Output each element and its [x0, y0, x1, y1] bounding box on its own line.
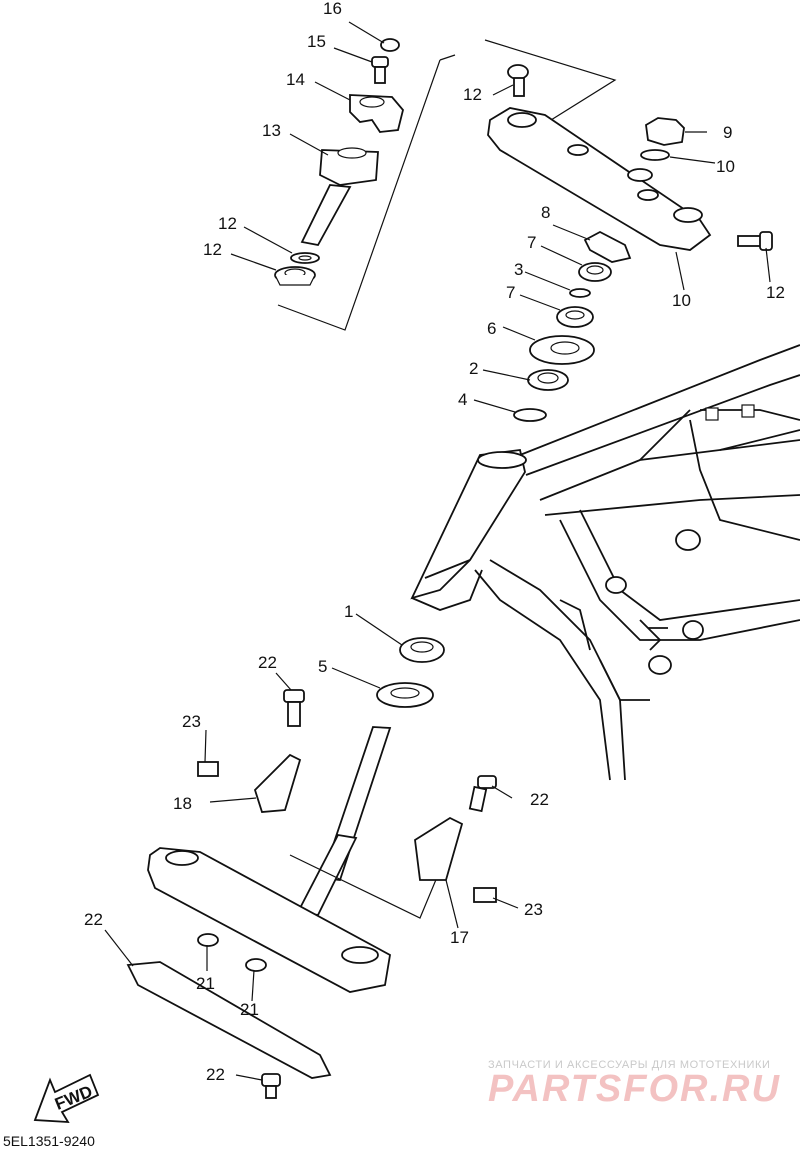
- part-14-washer: [290, 252, 320, 264]
- part-23-clip-left: [197, 761, 219, 777]
- part-11-upper-bracket: [484, 39, 712, 251]
- callout-10: 10: [716, 157, 735, 176]
- callout-6: 6: [487, 319, 496, 338]
- callout-22-right: 22: [530, 790, 549, 809]
- watermark-tagline: ЗАПЧАСТИ И АКСЕССУАРЫ ДЛЯ МОТОТЕХНИКИ: [488, 1059, 771, 1071]
- callout-19: 17: [450, 928, 469, 947]
- part-23-clip-right: [473, 887, 497, 903]
- callout-15: 13: [262, 121, 281, 140]
- steering-stem: [296, 726, 392, 916]
- part-1-lower-bearing: [399, 637, 445, 663]
- part-8-lock-washer: [583, 230, 632, 263]
- callout-13: 12: [203, 240, 222, 259]
- callout-18: 16: [323, 0, 342, 18]
- part-16-upper-holder: [349, 94, 404, 133]
- part-12-side-bolt: [737, 231, 773, 251]
- callout-21-a: 21: [196, 974, 215, 993]
- part-18-cap: [380, 38, 400, 52]
- callout-16: 14: [286, 70, 305, 89]
- part-17-bolt: [371, 56, 389, 84]
- fwd-arrow-icon: FWD: [33, 1073, 100, 1124]
- part-2-bearing: [527, 369, 569, 391]
- part-3-washer: [569, 288, 591, 298]
- part-6-cover: [529, 335, 595, 365]
- part-19-bracket: [414, 816, 464, 881]
- callout-9: 9: [723, 123, 732, 142]
- callout-12-top: 12: [463, 85, 482, 104]
- callout-24: 22: [84, 910, 103, 929]
- callout-8: 8: [541, 203, 550, 222]
- part-4-race: [513, 408, 547, 422]
- callout-21-b: 21: [240, 1000, 259, 1019]
- part-24-hose-guide: [126, 961, 332, 1079]
- callout-5: 5: [318, 657, 327, 676]
- under-bracket: [147, 847, 441, 993]
- part-21-clamp-a: [197, 933, 219, 947]
- part-20-bracket: [253, 753, 302, 813]
- part-15-lower-holder: [300, 147, 379, 247]
- part-25-bolt: [261, 1073, 281, 1099]
- callout-17: 15: [307, 32, 326, 51]
- diagram-code: 5EL1351-9240: [3, 1133, 95, 1149]
- leader-lines: [104, 21, 771, 1081]
- part-21-clamp-b: [245, 958, 267, 972]
- callout-2: 2: [469, 359, 478, 378]
- part-22-bolt-right: [468, 775, 497, 813]
- callout-22-left: 22: [258, 653, 277, 672]
- upper-left-group: [277, 54, 456, 331]
- callout-14: 12: [218, 214, 237, 233]
- part-7-ring-nut-top: [578, 262, 612, 282]
- callout-25: 22: [206, 1065, 225, 1084]
- part-9-nut: [645, 117, 685, 146]
- motorcycle-frame: [410, 344, 800, 781]
- part-10-washer: [640, 149, 670, 161]
- part-5-seal: [376, 682, 434, 708]
- callout-3: 3: [514, 260, 523, 279]
- callout-7-top: 7: [527, 233, 536, 252]
- part-22-bolt-left: [283, 689, 305, 727]
- part-7-ring-nut-bottom: [556, 306, 594, 328]
- callout-23-right: 23: [524, 900, 543, 919]
- part-13-damper: [274, 266, 316, 286]
- callout-4: 4: [458, 390, 467, 409]
- watermark-brand-logo: PARTSFOR.RU: [488, 1068, 781, 1110]
- callout-20: 18: [173, 794, 192, 813]
- callout-12-side: 12: [766, 283, 785, 302]
- callouts: 16 15 14 13 12 12 12 9 10 8 7 3 7 6 2 4 …: [84, 0, 785, 1084]
- callout-11: 10: [672, 291, 691, 310]
- fwd-label: FWD: [52, 1082, 95, 1114]
- callout-23-left: 23: [182, 712, 201, 731]
- callout-7-bottom: 7: [506, 283, 515, 302]
- part-12-top-bolt: [507, 64, 529, 97]
- callout-1: 1: [344, 602, 353, 621]
